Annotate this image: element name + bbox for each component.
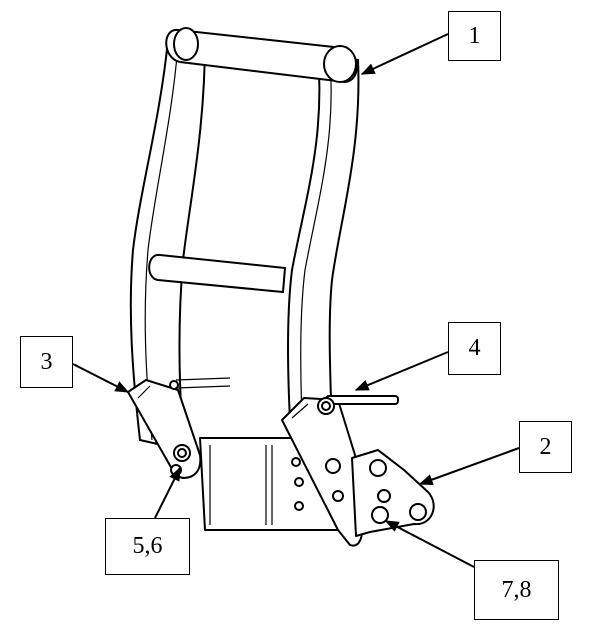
right-bracket — [281, 395, 399, 547]
clamp-plate — [351, 449, 435, 537]
leader-lines — [72, 33, 520, 568]
tubular-frame — [129, 27, 360, 531]
callout-2: 2 — [519, 421, 572, 473]
callout-3: 3 — [20, 336, 73, 388]
callout-5-6: 5,6 — [105, 518, 190, 575]
callout-4: 4 — [448, 322, 501, 375]
callout-7-8: 7,8 — [474, 560, 559, 620]
callout-1: 1 — [448, 11, 501, 61]
